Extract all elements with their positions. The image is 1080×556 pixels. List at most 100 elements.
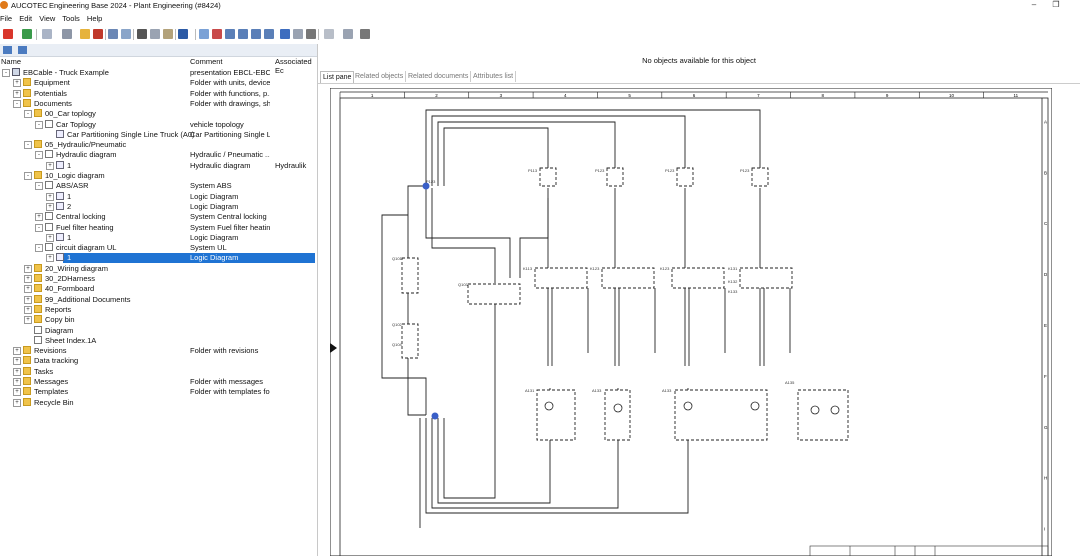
junction-node[interactable] xyxy=(431,412,439,420)
collapse-toggle-icon[interactable]: - xyxy=(35,223,43,232)
layout-icon[interactable] xyxy=(251,29,261,39)
expand-toggle-icon[interactable]: + xyxy=(13,79,21,88)
tree-row[interactable]: Diagram xyxy=(0,325,317,336)
tree-row[interactable]: -05_Hydraulic/Pneumatic xyxy=(0,140,317,150)
pane-icon[interactable] xyxy=(238,29,248,39)
filter-icon[interactable] xyxy=(3,46,12,54)
tab-attributes-list[interactable]: Attributes list xyxy=(471,71,517,82)
menu-tools[interactable]: Tools xyxy=(62,14,80,23)
expand-toggle-icon[interactable]: + xyxy=(35,213,43,222)
tree-row[interactable]: +Copy bin xyxy=(0,315,317,325)
expand-toggle-icon[interactable]: + xyxy=(24,305,32,314)
new-icon[interactable] xyxy=(22,29,32,39)
properties-icon[interactable] xyxy=(121,29,131,39)
expand-toggle-icon[interactable]: + xyxy=(24,275,32,283)
expand-toggle-icon[interactable]: + xyxy=(46,233,54,242)
paste-icon[interactable] xyxy=(163,29,173,39)
tree-row[interactable]: +Data tracking xyxy=(0,356,317,366)
print-setup-icon[interactable] xyxy=(62,29,72,39)
column-associated[interactable]: Associated Ec xyxy=(275,57,312,75)
menu-edit[interactable]: Edit xyxy=(19,14,33,23)
tab-related-objects[interactable]: Related objects xyxy=(353,71,407,82)
tree-row[interactable]: Car Partitioning Single Line Truck (A0)C… xyxy=(0,129,317,140)
edit-icon[interactable] xyxy=(343,29,353,39)
open-folder-icon[interactable] xyxy=(80,29,90,39)
collapse-toggle-icon[interactable]: - xyxy=(24,110,32,119)
splitter[interactable] xyxy=(317,44,318,556)
menu-view[interactable]: View xyxy=(39,14,56,23)
column-comment[interactable]: Comment xyxy=(190,57,223,66)
tree-row[interactable]: +Recycle Bin xyxy=(0,397,317,408)
tab-related-documents[interactable]: Related documents xyxy=(406,71,472,82)
expand-toggle-icon[interactable]: + xyxy=(46,161,54,170)
tree-row[interactable]: +99_Additional Documents xyxy=(0,294,317,305)
help-icon[interactable] xyxy=(280,29,290,39)
expand-toggle-icon[interactable]: + xyxy=(13,398,21,407)
menu-help[interactable]: Help xyxy=(86,14,103,23)
tree-row[interactable]: +Reports xyxy=(0,304,317,315)
settings-icon[interactable] xyxy=(293,29,303,39)
minimize-button[interactable]: – xyxy=(1031,0,1037,9)
copy-icon[interactable] xyxy=(150,29,160,39)
expand-toggle-icon[interactable]: + xyxy=(24,285,32,294)
collapse-toggle-icon[interactable]: - xyxy=(24,141,32,150)
collapse-toggle-icon[interactable]: - xyxy=(13,99,21,108)
collapse-toggle-icon[interactable]: - xyxy=(24,172,32,180)
column-name[interactable]: Name xyxy=(1,57,22,66)
collapse-toggle-icon[interactable]: - xyxy=(35,151,43,160)
expand-toggle-icon[interactable]: + xyxy=(13,347,21,356)
expand-toggle-icon[interactable]: + xyxy=(13,357,21,366)
delete-icon[interactable] xyxy=(93,29,103,39)
collapse-toggle-icon[interactable]: - xyxy=(35,182,43,191)
tree-row[interactable]: +30_2DHarness xyxy=(0,274,317,284)
filter-options-icon[interactable] xyxy=(18,46,27,54)
expand-toggle-icon[interactable]: + xyxy=(24,295,32,304)
tree-row[interactable]: +20_Wiring diagram xyxy=(0,263,317,274)
tree-row[interactable]: +40_Formboard xyxy=(0,284,317,294)
tree-row[interactable]: +Tasks xyxy=(0,366,317,377)
tree-row[interactable]: -10_Logic diagram xyxy=(0,171,317,181)
expand-toggle-icon[interactable]: + xyxy=(24,264,32,273)
expand-toggle-icon[interactable]: + xyxy=(46,202,54,211)
tree-row[interactable]: -00_Car toplogy xyxy=(0,109,317,119)
printer-icon[interactable] xyxy=(360,29,370,39)
menu-file[interactable]: File xyxy=(0,14,13,23)
expand-toggle-icon[interactable]: + xyxy=(24,316,32,325)
collapse-toggle-icon[interactable]: - xyxy=(35,120,43,129)
rename-icon[interactable] xyxy=(108,29,118,39)
collapse-toggle-icon[interactable]: - xyxy=(35,244,43,253)
tab-list-pane[interactable]: List pane xyxy=(320,71,355,83)
add-icon[interactable] xyxy=(42,29,52,39)
junction-node[interactable] xyxy=(422,182,430,190)
expand-toggle-icon[interactable]: + xyxy=(46,192,54,201)
tree-row[interactable]: Sheet Index.1A xyxy=(0,335,317,346)
cut-icon[interactable] xyxy=(137,29,147,39)
expand-toggle-icon[interactable]: + xyxy=(13,388,21,397)
expand-toggle-icon[interactable]: + xyxy=(13,89,21,98)
info-icon[interactable] xyxy=(306,29,316,39)
view-icon[interactable] xyxy=(225,29,235,39)
window-icon[interactable] xyxy=(264,29,274,39)
find-icon[interactable] xyxy=(212,29,222,39)
app-menu-icon[interactable] xyxy=(3,29,13,39)
search-icon[interactable] xyxy=(199,29,209,39)
undo-icon[interactable] xyxy=(178,29,188,39)
